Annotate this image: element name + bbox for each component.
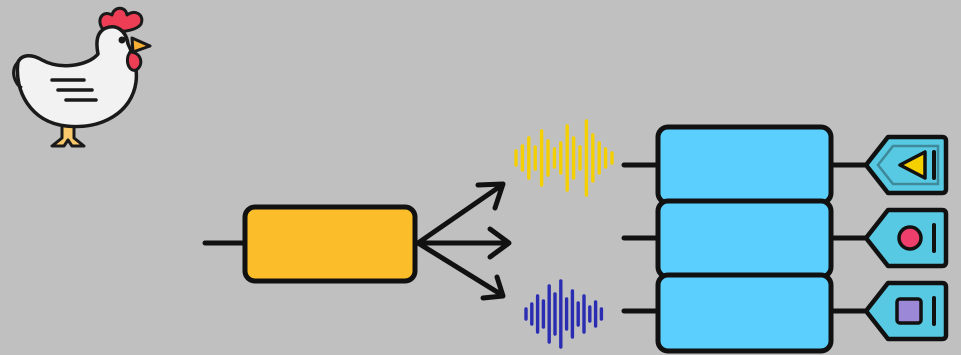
track-connectors-right (830, 162, 869, 314)
chicken-icon (12, 6, 152, 148)
separator-box (242, 204, 418, 284)
input-waveform-icon (62, 181, 181, 305)
blue-processor-box (655, 124, 834, 206)
blue-processor-box (655, 272, 834, 354)
split-arrows-icon (415, 181, 512, 301)
pink-waveform-icon (520, 203, 612, 277)
blue-processor-box (655, 198, 834, 280)
record-tag-icon (863, 207, 949, 269)
stop-tag-icon (863, 280, 949, 342)
yellow-waveform-icon (514, 119, 614, 197)
play-tag-icon (863, 134, 949, 196)
navy-waveform-icon (524, 279, 604, 349)
track-connectors-left (621, 162, 663, 314)
